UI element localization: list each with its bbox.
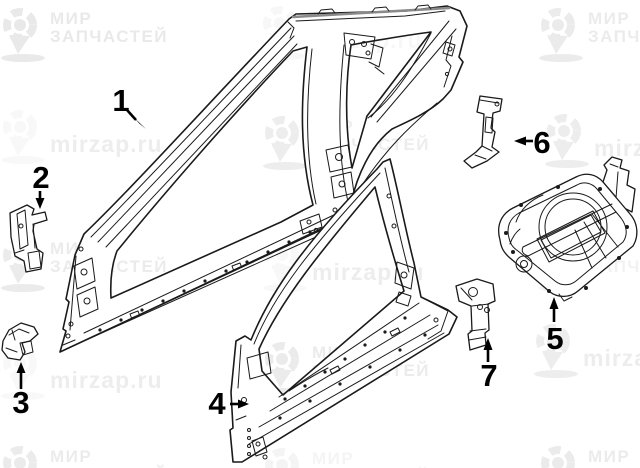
callout-6-arrowhead	[514, 136, 526, 146]
part-4-side-frame-front-section	[229, 158, 458, 463]
callout-2-label[interactable]: 2	[32, 160, 49, 195]
part-1-side-frame-outer	[59, 4, 468, 353]
callout-4-arrowhead	[238, 399, 249, 409]
callout-5-label[interactable]: 5	[546, 321, 563, 356]
part-3-outline	[1, 322, 39, 361]
callout-5-arrowhead	[549, 297, 559, 309]
callout-3[interactable]: 3	[12, 362, 30, 420]
callout-6-label[interactable]: 6	[533, 125, 550, 160]
part-5-screw-dots	[504, 185, 629, 293]
callout-1-leader	[126, 109, 137, 121]
callout-1[interactable]: 1	[112, 83, 146, 129]
part-6-bracket	[463, 95, 503, 169]
part-6-details	[474, 99, 500, 160]
callout-2[interactable]: 2	[32, 160, 50, 209]
part-7-details	[460, 287, 490, 341]
callout-4[interactable]: 4	[208, 386, 249, 421]
callout-3-label[interactable]: 3	[12, 385, 29, 420]
part-5-fuel-filler-housing	[498, 156, 638, 302]
callout-7-label[interactable]: 7	[480, 358, 497, 393]
part-3-details	[5, 328, 34, 356]
callout-7[interactable]: 7	[480, 338, 498, 393]
callout-2-arrowhead	[35, 198, 45, 209]
callout-1-arrowhead	[133, 117, 146, 129]
callout-5[interactable]: 5	[546, 297, 564, 356]
part-4-outline	[229, 158, 458, 463]
part-5-details	[504, 182, 629, 302]
part-2-details	[14, 209, 42, 270]
callout-4-label[interactable]: 4	[208, 386, 226, 421]
part-4-details	[235, 167, 449, 460]
part-2-bracket	[9, 204, 48, 273]
callout-3-arrowhead	[16, 362, 26, 373]
callout-6[interactable]: 6	[514, 125, 551, 160]
callout-7-arrowhead	[483, 338, 493, 350]
part-1-outline	[59, 5, 468, 353]
part-7-bracket	[455, 278, 496, 351]
part-2-outline	[9, 204, 48, 273]
callout-1-label[interactable]: 1	[112, 83, 129, 118]
part-6-outline	[463, 95, 503, 169]
part-7-outline	[455, 278, 496, 351]
part-5-outline	[498, 173, 638, 298]
part-4-sill-rivets	[278, 316, 427, 420]
part-3-bracket	[1, 322, 39, 361]
